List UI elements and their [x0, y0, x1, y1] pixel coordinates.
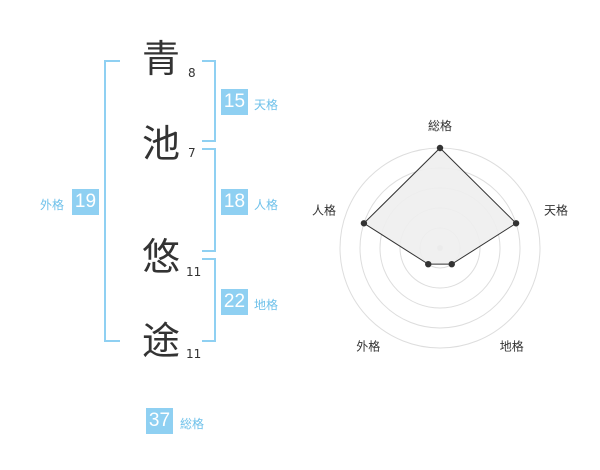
radar-point-2: [512, 220, 520, 227]
jinkaku-value: 18: [221, 189, 248, 215]
tenkaku-value: 15: [221, 89, 248, 115]
name-char-3: 悠: [142, 235, 181, 279]
soukaku-label: 総格: [180, 417, 205, 431]
radar-point-1: [436, 144, 444, 152]
chikaku-value: 22: [221, 289, 248, 315]
radar-point-3: [448, 260, 455, 268]
radar-axis-label-2: 天格: [544, 202, 568, 217]
stroke-count-4: 11: [186, 347, 202, 361]
gaikaku-bracket: [104, 60, 120, 342]
gaikaku-value: 19: [72, 189, 99, 215]
radar-point-4: [425, 260, 432, 268]
gaikaku-label: 外格: [40, 198, 65, 212]
name-char-4: 途: [142, 319, 181, 363]
radar-axis-label-5: 人格: [312, 202, 336, 217]
soukaku-value: 37: [146, 408, 173, 434]
radar-axis-label-4: 外格: [356, 339, 380, 354]
jinkaku-bracket: [202, 148, 216, 252]
radar-point-5: [360, 220, 368, 227]
radar-axis-label-1: 総格: [428, 118, 452, 133]
tenkaku-bracket: [202, 60, 216, 142]
stroke-count-3: 11: [186, 265, 202, 279]
jinkaku-label: 人格: [254, 198, 279, 212]
chikaku-label: 地格: [254, 298, 279, 312]
name-char-1: 青: [142, 37, 181, 81]
radar-axis-label-3: 地格: [500, 339, 524, 354]
chikaku-bracket: [202, 258, 216, 342]
stroke-count-1: 8: [188, 66, 196, 80]
tenkaku-label: 天格: [254, 98, 279, 112]
stroke-count-2: 7: [188, 146, 196, 160]
name-char-2: 池: [142, 122, 181, 166]
radar-area: [363, 147, 517, 265]
